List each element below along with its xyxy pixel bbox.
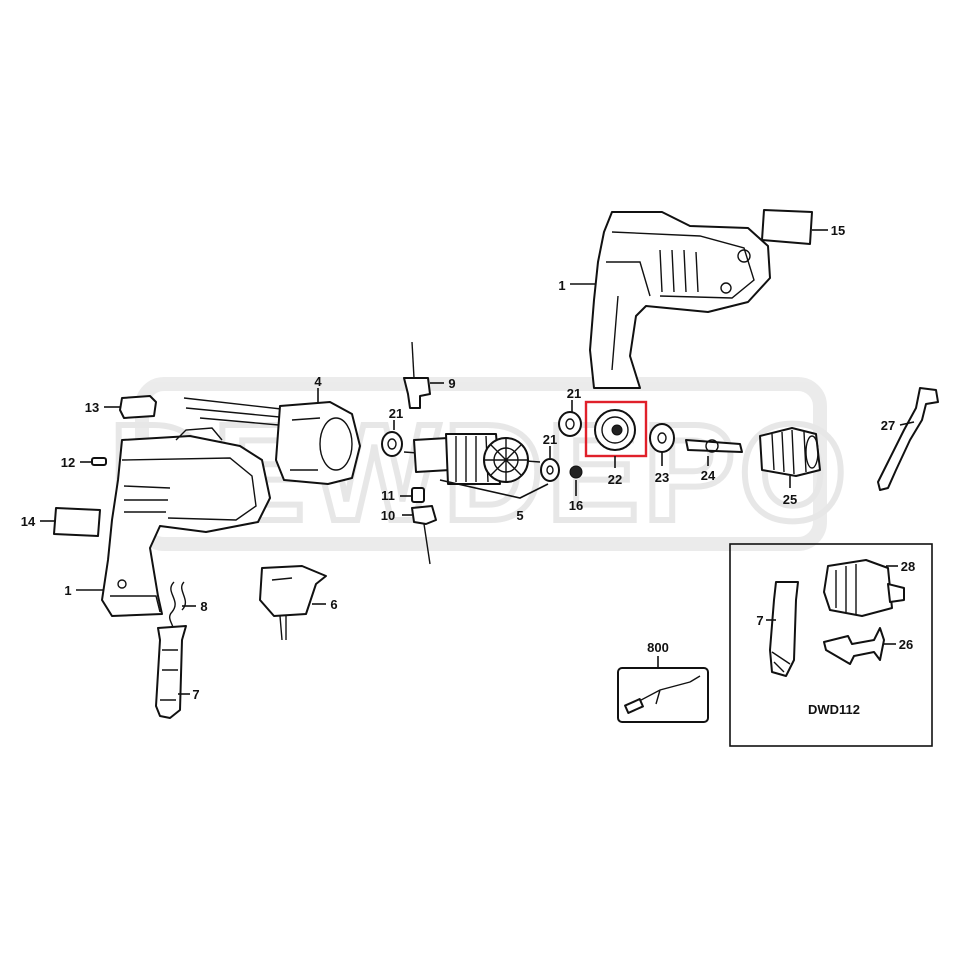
callout-5: 5: [516, 508, 523, 523]
highlight-box: [584, 400, 648, 458]
callout-16: 16: [569, 498, 583, 513]
part-12-screw: [91, 457, 107, 466]
part-13-brush-cap: [119, 395, 157, 419]
part-10-brush-holder: [411, 505, 437, 565]
callout-1-left: 1: [64, 583, 71, 598]
callout-4: 4: [314, 374, 322, 389]
part-21-bearing-a: [381, 431, 403, 457]
kit-part-28-keyed-chuck: [823, 559, 905, 617]
kit-part-7-side-handle: [769, 581, 799, 677]
callout-24: 24: [701, 468, 716, 483]
callout-10: 10: [381, 508, 395, 523]
part-6-switch: [259, 565, 327, 641]
callout-800: 800: [647, 640, 669, 655]
part-4-field-stator: [275, 401, 361, 485]
part-14-label: [53, 507, 101, 537]
callout-21-c: 21: [567, 386, 581, 401]
kit-part-26-chuck-key: [823, 627, 885, 665]
part-21-bearing-b: [540, 458, 560, 482]
callout-23: 23: [655, 470, 669, 485]
part-7-side-handle: [155, 625, 187, 719]
part-24-spindle: [685, 439, 743, 453]
callout-7-kit: 7: [756, 613, 763, 628]
part-1-housing-right: [589, 211, 771, 389]
part-800-cord: [617, 667, 709, 723]
callout-12: 12: [61, 455, 75, 470]
part-5-armature: [403, 433, 541, 485]
callout-27: 27: [881, 418, 895, 433]
callout-8: 8: [200, 599, 207, 614]
callout-13: 13: [85, 400, 99, 415]
callout-25: 25: [783, 492, 797, 507]
part-21-bearing-c: [558, 411, 582, 437]
callout-21-b: 21: [543, 432, 557, 447]
part-11-carbon-brush: [411, 487, 425, 503]
callout-22: 22: [608, 472, 622, 487]
part-23-washer: [649, 423, 675, 453]
part-25-keyless-chuck: [759, 427, 821, 477]
callout-9: 9: [448, 376, 455, 391]
callout-6: 6: [330, 597, 337, 612]
kit-box: 7 28 26 DWD112: [729, 543, 933, 747]
part-16-nut: [569, 465, 583, 479]
part-15-label-plate: [761, 209, 813, 245]
callout-15: 15: [831, 223, 845, 238]
callout-28: 28: [901, 559, 915, 574]
callout-7-main: 7: [192, 687, 199, 702]
part-1-housing-left: [101, 427, 271, 617]
callout-14: 14: [21, 514, 36, 529]
callout-26: 26: [899, 637, 913, 652]
callout-1-top: 1: [558, 278, 565, 293]
kit-box-label: DWD112: [808, 702, 860, 717]
callout-11: 11: [381, 488, 395, 503]
part-9-brush-holder: [403, 341, 431, 409]
part-22-bearing-highlighted: [584, 400, 648, 458]
part-27-strap: [877, 387, 939, 491]
callout-21-a: 21: [389, 406, 403, 421]
